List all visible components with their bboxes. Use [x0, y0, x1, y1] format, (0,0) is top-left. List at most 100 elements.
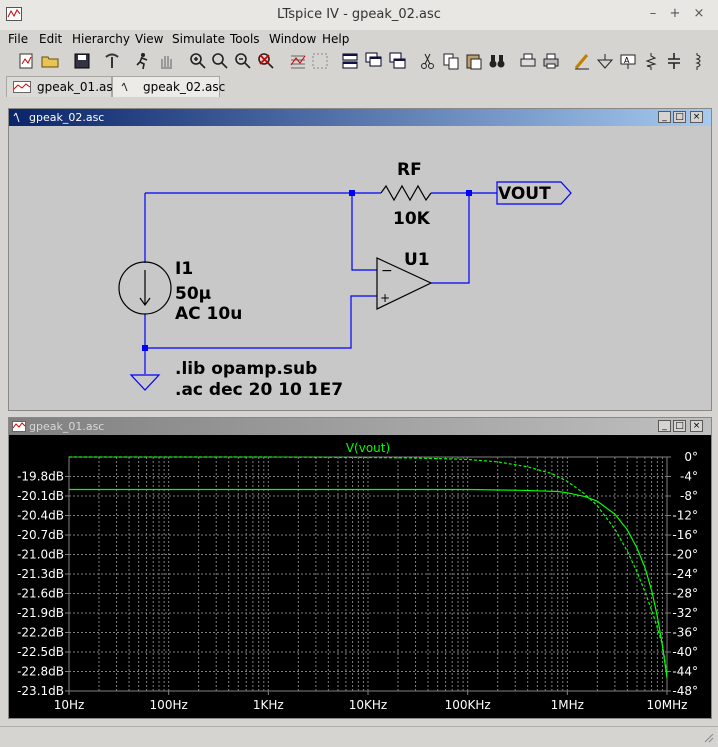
y-right-tick-label: -28° [672, 587, 698, 601]
zoom-out-icon[interactable] [233, 51, 253, 71]
label-net-icon[interactable]: A [618, 51, 638, 71]
grid-icon[interactable] [310, 51, 330, 71]
print-preview-icon[interactable] [518, 51, 538, 71]
trace-phase[interactable] [69, 456, 668, 674]
mdi-close-button[interactable]: × [690, 111, 703, 123]
capacitor-icon[interactable] [664, 51, 684, 71]
menu-simulate[interactable]: Simulate [172, 32, 226, 46]
vout-flag[interactable] [496, 181, 572, 205]
schematic-window: gpeak_02.asc _ □ × [8, 108, 712, 411]
output-label: VOUT [498, 184, 551, 204]
y-left-tick-label: -22.8dB [17, 665, 64, 679]
y-right-tick-label: -16° [672, 528, 698, 542]
trace-magnitude[interactable] [69, 488, 668, 679]
x-tick-label: 10KHz [349, 698, 387, 712]
y-right-tick-label: -44° [672, 665, 698, 679]
mdi-restore-button[interactable]: □ [673, 420, 686, 432]
zoom-fit-icon[interactable] [256, 51, 276, 71]
ground-symbol [129, 374, 161, 391]
tile-horizontal-icon[interactable] [340, 51, 360, 71]
directive-ac: .ac dec 20 10 1E7 [175, 380, 343, 400]
x-tick-label: 100Hz [150, 698, 188, 712]
window-title: LTspice IV - gpeak_02.asc [277, 7, 441, 22]
y-left-tick-label: -19.8dB [17, 470, 64, 484]
plot-window-title: gpeak_01.asc [29, 420, 105, 433]
cascade-icon[interactable] [364, 51, 384, 71]
mdi-minimize-button[interactable]: _ [658, 420, 671, 432]
save-icon[interactable] [72, 51, 92, 71]
cut-icon[interactable] [418, 51, 438, 71]
tab-label: gpeak_01.asc [37, 80, 120, 94]
tab-gpeak-02[interactable]: gpeak_02.asc [112, 76, 225, 97]
mdi-restore-button[interactable]: □ [673, 111, 686, 123]
directive-lib: .lib opamp.sub [175, 359, 317, 379]
menu-window[interactable]: Window [269, 32, 317, 46]
resistor-icon[interactable] [641, 51, 661, 71]
opamp-minus-label: − [381, 263, 393, 279]
close-button[interactable]: × [693, 6, 705, 21]
menu-tools[interactable]: Tools [230, 32, 260, 46]
y-left-tick-label: -21.0dB [17, 548, 64, 562]
find-binoculars-icon[interactable] [487, 51, 507, 71]
minimize-button[interactable]: – [649, 6, 657, 21]
maximize-button[interactable]: + [669, 6, 681, 21]
menu-help[interactable]: Help [322, 32, 350, 46]
tile-vertical-icon[interactable] [388, 51, 408, 71]
plot-window-titlebar: gpeak_01.asc _ □ × [9, 418, 711, 435]
halt-hand-icon[interactable] [156, 51, 176, 71]
inductor-icon[interactable] [687, 51, 707, 71]
source-value: 50µ [175, 284, 211, 304]
menu-view[interactable]: View [135, 32, 164, 46]
svg-text:A: A [624, 56, 630, 65]
y-left-tick-label: -20.4dB [17, 509, 64, 523]
y-right-tick-label: 0° [684, 450, 698, 464]
autorange-icon[interactable] [288, 51, 308, 71]
current-source-i1[interactable] [118, 261, 172, 315]
opamp-u1[interactable] [376, 257, 433, 310]
tab-label: gpeak_02.asc [143, 80, 226, 94]
zoom-in-icon[interactable] [188, 51, 208, 71]
y-left-tick-label: -20.1dB [17, 489, 64, 503]
y-right-tick-label: -12° [672, 509, 698, 523]
y-right-tick-label: -36° [672, 626, 698, 640]
mdi-close-button[interactable]: × [690, 420, 703, 432]
opamp-plus-label: + [380, 291, 390, 305]
new-schematic-icon[interactable] [16, 51, 36, 71]
control-panel-icon[interactable] [102, 51, 122, 71]
y-right-tick-label: -8° [680, 489, 698, 503]
y-right-tick-label: -4° [680, 470, 698, 484]
schematic-window-titlebar: gpeak_02.asc _ □ × [9, 109, 711, 126]
status-bar [0, 726, 718, 747]
tab-gpeak-01[interactable]: gpeak_01.asc [6, 76, 119, 97]
resistor-value: 10K [393, 209, 431, 229]
x-tick-label: 100KHz [445, 698, 491, 712]
menu-edit[interactable]: Edit [39, 32, 63, 46]
y-left-tick-label: -22.2dB [17, 626, 64, 640]
x-tick-label: 1KHz [253, 698, 284, 712]
window-titlebar: LTspice IV - gpeak_02.asc – + × [0, 0, 718, 31]
resistor-rf[interactable] [380, 184, 432, 202]
y-right-tick-label: -24° [672, 567, 698, 581]
plot-canvas[interactable]: -19.8dB-20.1dB-20.4dB-20.7dB-21.0dB-21.3… [11, 437, 709, 716]
schematic-canvas[interactable]: − + RF 10K VOUT U1 I1 50µ AC 10u .lib op… [11, 128, 709, 408]
mdi-minimize-button[interactable]: _ [658, 111, 671, 123]
waveform-icon [13, 81, 31, 93]
source-ac: AC 10u [175, 304, 242, 324]
menu-hierarchy[interactable]: Hierarchy [72, 32, 131, 46]
paste-icon[interactable] [464, 51, 484, 71]
copy-icon[interactable] [441, 51, 461, 71]
y-left-tick-label: -20.7dB [17, 528, 64, 542]
draw-wire-icon[interactable] [572, 51, 592, 71]
print-icon[interactable] [541, 51, 561, 71]
trace-label[interactable]: V(vout) [346, 441, 390, 455]
y-left-tick-label: -21.9dB [17, 606, 64, 620]
pan-icon[interactable] [210, 51, 230, 71]
y-right-tick-label: -48° [672, 684, 698, 698]
resize-grip-icon[interactable] [702, 731, 714, 743]
schematic-window-title: gpeak_02.asc [29, 111, 105, 124]
run-icon[interactable] [132, 51, 152, 71]
menu-file[interactable]: File [8, 32, 29, 46]
open-folder-icon[interactable] [40, 51, 60, 71]
source-name: I1 [175, 259, 193, 279]
ground-icon[interactable] [595, 51, 615, 71]
